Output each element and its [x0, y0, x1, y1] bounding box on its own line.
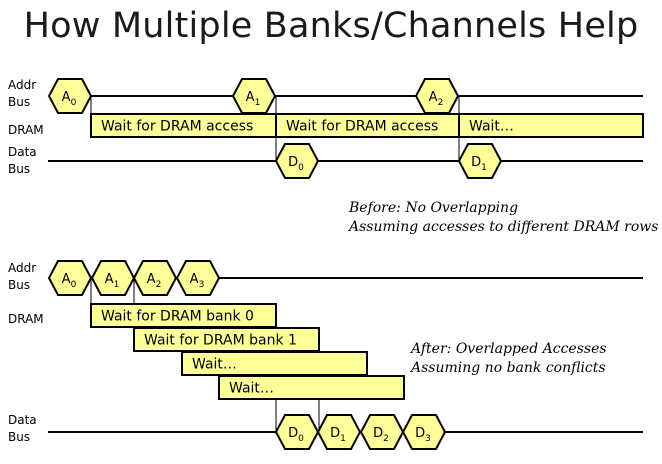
after-caption: Assuming no bank conflicts [409, 360, 606, 376]
after-data-token-shape [401, 414, 447, 450]
before-addr-label: Addr [8, 78, 36, 92]
before-dram-bar-box [458, 113, 644, 138]
after-addr-label: Addr [8, 261, 36, 275]
after-data-token: D1 [330, 426, 346, 444]
after-caption: After: Overlapped Accesses [409, 341, 607, 357]
after-dram-bar: Wait for DRAM bank 1 [144, 333, 297, 349]
page-title: How Multiple Banks/Channels Help [23, 6, 639, 46]
after-addr-label: Bus [8, 278, 30, 292]
after-dram-label: DRAM [8, 312, 44, 326]
before-data-token: D1 [471, 155, 487, 173]
after-dram-bar: Wait… [229, 381, 274, 397]
after-data-token: D2 [373, 426, 389, 444]
after-addr-token: A1 [105, 272, 120, 290]
before-data-label: Bus [8, 162, 30, 176]
after-dram-bar-box [218, 375, 405, 400]
after-addr-token: A2 [147, 272, 162, 290]
after-data-label: Bus [8, 430, 30, 444]
after-dram-bar: Wait for DRAM bank 0 [101, 309, 254, 325]
after-data-token: D0 [288, 426, 304, 444]
before-dram-bar: Wait… [469, 119, 514, 135]
after-addr-token: A0 [62, 272, 77, 290]
before-addr-label: Bus [8, 95, 30, 109]
before-addr-token: A1 [246, 90, 261, 108]
before-caption: Assuming accesses to different DRAM rows [347, 219, 658, 235]
before-caption: Before: No Overlapping [348, 200, 518, 216]
after-addr-token-shape [175, 260, 221, 296]
before-addr-token: A0 [62, 90, 77, 108]
before-data-token: D0 [288, 155, 304, 173]
before-addr-token: A2 [429, 90, 444, 108]
after-addr-token: A3 [190, 272, 205, 290]
before-dram-bar: Wait for DRAM access [101, 119, 253, 135]
after-data-label: Data [8, 413, 37, 427]
before-data-token-shape [457, 143, 503, 179]
before-dram-bar: Wait for DRAM access [286, 119, 438, 135]
before-data-token-shape [274, 143, 320, 179]
before-data-label: Data [8, 145, 37, 159]
after-dram-bar: Wait… [192, 357, 237, 373]
before-dram-label: DRAM [8, 123, 44, 137]
after-data-token: D3 [415, 426, 431, 444]
